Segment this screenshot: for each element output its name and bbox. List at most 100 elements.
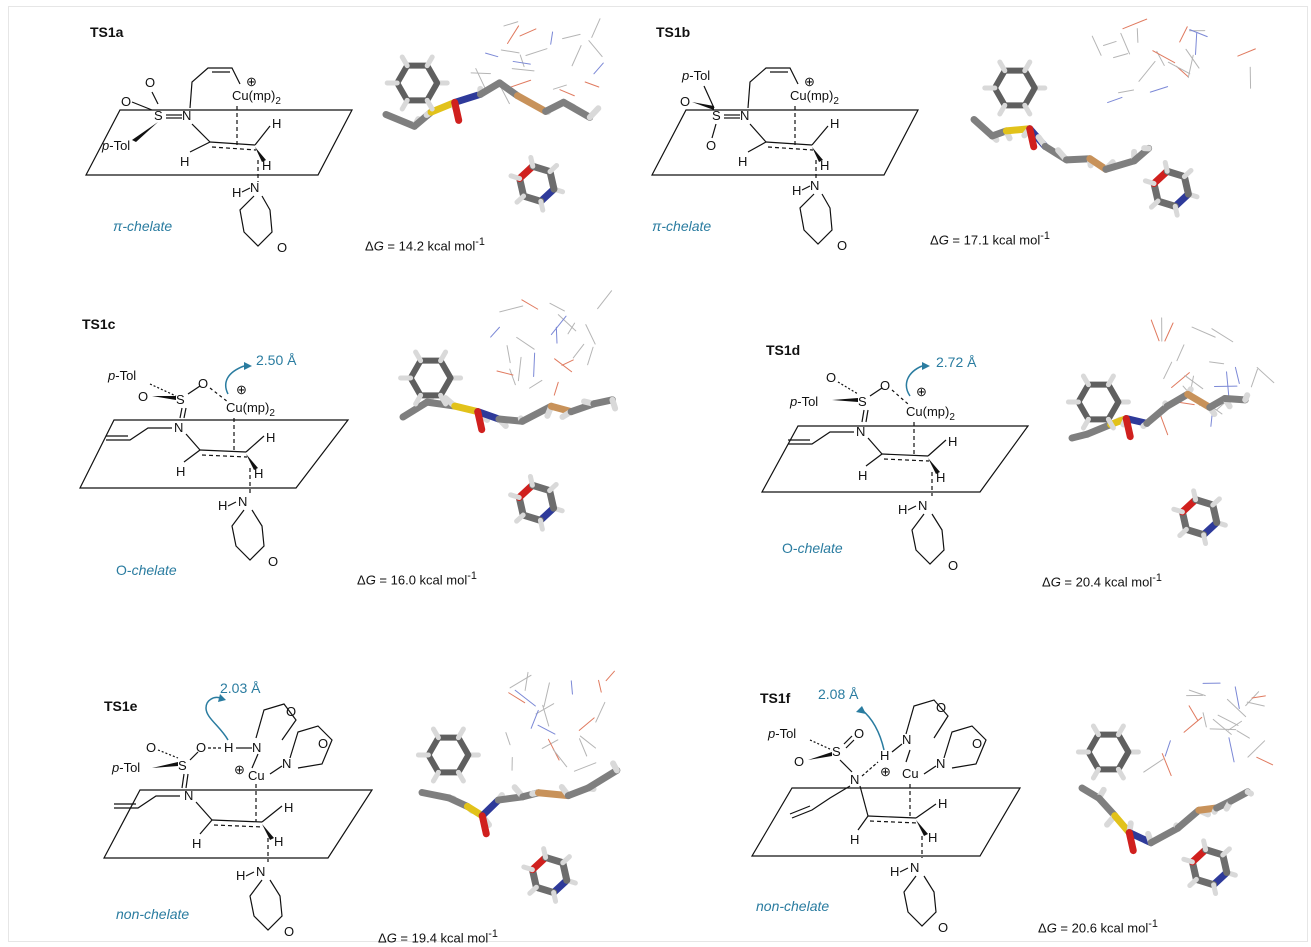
- svg-text:⊕: ⊕: [804, 74, 815, 89]
- svg-text:O: O: [284, 924, 294, 939]
- hydrogen-bond-stick: [586, 105, 602, 121]
- wire-bond: [1237, 48, 1256, 57]
- morpholine-hydrogen: [547, 162, 560, 175]
- scheme-ts1c: p-Tol O S O N ⊕ Cu(mp)2 H H H H N O: [79, 362, 350, 569]
- svg-text:O: O: [706, 138, 716, 153]
- wire-bond: [505, 732, 511, 746]
- ring-bond: [1021, 85, 1038, 109]
- wire-bond: [578, 738, 588, 757]
- svg-text:p-Tol: p-Tol: [107, 368, 136, 383]
- molecule-3d-ts1d: [1065, 317, 1275, 547]
- ring-bond: [1115, 749, 1132, 773]
- morpholine-bond: [1209, 501, 1221, 527]
- ring-hydrogen: [997, 59, 1008, 74]
- delta-g: ΔG = 17.1 kcal mol-1: [930, 230, 1050, 248]
- hydrogen-bond-stick: [1244, 788, 1254, 797]
- svg-text:H: H: [232, 185, 241, 200]
- ring-bond: [1105, 399, 1122, 423]
- wire-bond: [514, 689, 536, 707]
- stick-bond: [494, 793, 527, 804]
- wire-bond: [598, 679, 602, 693]
- delta-g: ΔG = 16.0 kcal mol-1: [357, 570, 477, 588]
- svg-text:H: H: [792, 183, 801, 198]
- wire-bond: [1107, 96, 1123, 104]
- ring-bond: [425, 734, 442, 758]
- wire-bond: [1211, 328, 1234, 343]
- wire-bond: [559, 89, 575, 97]
- svg-text:O: O: [286, 704, 296, 719]
- morpholine-hydrogen: [1220, 846, 1232, 858]
- ring-hydrogen: [438, 349, 449, 364]
- wire-bond: [500, 49, 520, 54]
- stick-bond: [1062, 155, 1094, 164]
- stick-bond: [399, 398, 431, 421]
- morpholine-hydrogen: [541, 846, 549, 860]
- molecule-3d-ts1c: [398, 290, 619, 532]
- stick-bond: [1143, 402, 1171, 427]
- hydrogen-bond-stick: [609, 396, 619, 412]
- wire-bond: [507, 25, 520, 44]
- wire-bond: [1226, 371, 1230, 396]
- stick-bond: [1221, 395, 1249, 404]
- stick-bond: [1083, 421, 1115, 438]
- wire-bond: [485, 52, 499, 58]
- svg-text:O: O: [198, 376, 208, 391]
- wire-bond: [1226, 698, 1247, 718]
- svg-text:O: O: [146, 740, 156, 755]
- chelate-type: π-chelate: [652, 218, 712, 234]
- svg-text:H: H: [180, 154, 189, 169]
- wire-bond: [1250, 368, 1258, 388]
- wire-bond: [1176, 344, 1185, 362]
- ring-bond: [1085, 749, 1102, 773]
- plane: [85, 109, 353, 176]
- wire-bond: [516, 336, 535, 350]
- svg-text:⊕: ⊕: [916, 384, 927, 399]
- morpholine-hydrogen: [1181, 856, 1195, 865]
- stick-bond: [451, 90, 484, 106]
- wire-bond: [1188, 705, 1199, 721]
- svg-text:N: N: [250, 180, 259, 195]
- stick-bond: [590, 396, 616, 408]
- ring-bond: [424, 80, 441, 104]
- stick-bond: [451, 402, 482, 416]
- svg-text:O: O: [837, 238, 847, 253]
- wire-bond: [1234, 686, 1240, 710]
- svg-text:⊕: ⊕: [234, 762, 245, 777]
- svg-text:H: H: [236, 868, 245, 883]
- svg-text:N: N: [740, 108, 749, 123]
- wire-bond: [591, 18, 601, 38]
- oxygen-stick: [1026, 125, 1038, 151]
- wire-bond: [1138, 60, 1156, 82]
- wire-bond: [1202, 712, 1207, 728]
- wire-bond: [550, 315, 567, 336]
- svg-text:H: H: [820, 158, 829, 173]
- stick-bond: [1174, 806, 1203, 832]
- ts-label: TS1d: [766, 342, 801, 358]
- ring-bond: [437, 357, 454, 381]
- ring-hydrogen: [413, 349, 424, 364]
- morpholine-hydrogen: [1211, 882, 1219, 897]
- stick-bond: [1102, 157, 1138, 173]
- morpholine-hydrogen: [538, 198, 546, 213]
- delta-g: ΔG = 14.2 kcal mol-1: [365, 236, 485, 254]
- ts-label: TS1a: [90, 24, 124, 40]
- wire-bond: [535, 703, 555, 715]
- wire-bond: [519, 54, 525, 68]
- wire-bond: [508, 692, 526, 704]
- svg-text:H: H: [858, 468, 867, 483]
- wire-bond: [588, 40, 603, 58]
- wire-bond: [1195, 32, 1198, 56]
- molecule-3d-ts1f: [1075, 682, 1274, 897]
- oxygen-stick: [451, 98, 463, 124]
- scheme-ts1b: p-Tol O S N O ⊕ Cu(mp)2 H H H H N O: [651, 67, 919, 253]
- svg-text:p-Tol: p-Tol: [681, 68, 710, 83]
- distance-label: 2.72 Å: [936, 354, 977, 370]
- wire-bond: [1209, 361, 1225, 365]
- morpholine-hydrogen: [1187, 876, 1199, 889]
- stick-bond: [564, 784, 592, 800]
- wire-bond: [1191, 326, 1216, 338]
- hydrogen-bond-stick: [610, 760, 620, 774]
- wire-bond: [557, 314, 577, 332]
- svg-text:N: N: [918, 498, 927, 513]
- svg-text:H: H: [262, 158, 271, 173]
